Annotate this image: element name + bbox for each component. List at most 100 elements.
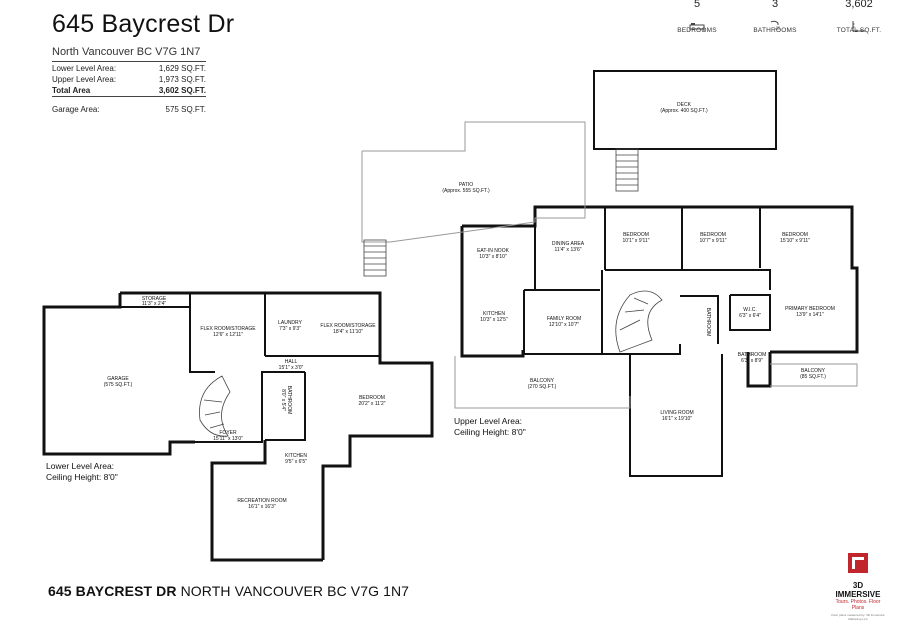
flex-room-size: 18'4" x 11'10" [333, 329, 363, 335]
stat-value: 5 [693, 0, 701, 10]
upper-bath-wall [746, 352, 772, 388]
lower-level-caption: Lower Level Area: Ceiling Height: 8'0" [46, 461, 118, 483]
bedroom-size: 15'10" x 9'11" [780, 238, 810, 244]
area-value: 575 SQ.FT. [165, 105, 206, 114]
laundry-size: 7'3" x 9'3" [279, 326, 301, 332]
upper-outer-wall [462, 205, 859, 354]
footer-address: 645 BAYCREST DR NORTH VANCOUVER BC V7G 1… [48, 583, 409, 599]
lower-east-wall [315, 291, 434, 560]
bathroom-label: BATHROOM [286, 386, 292, 415]
bedroom-label: BEDROOM [359, 395, 385, 401]
footer-address-rest: NORTH VANCOUVER BC V7G 1N7 [176, 583, 410, 599]
bathroom-size: 8'0" x 5'4" [280, 389, 286, 411]
living-room-wall [629, 354, 723, 477]
area-label: Total Area [52, 86, 91, 95]
bedroom-label: BEDROOM [700, 232, 726, 238]
area-icon [852, 21, 865, 32]
patio-size: (Approx. 555 SQ.FT.) [442, 188, 490, 194]
wall [524, 344, 681, 355]
wall [189, 293, 215, 373]
area-row-garage: Garage Area: 575 SQ.FT. [52, 105, 206, 114]
upper-west-wall [460, 226, 525, 358]
balcony-label: BALCONY [801, 368, 826, 374]
area-label: Upper Level Area: [52, 75, 117, 84]
storage-label: STORAGE [142, 296, 167, 302]
wic-size: 6'3" x 6'4" [739, 313, 761, 319]
level-title: Upper Level Area: [454, 416, 523, 426]
dining-area-label: DINING AREA [552, 241, 585, 247]
area-label: Garage Area: [52, 105, 100, 114]
bed-icon [689, 23, 705, 31]
wic-wall [729, 294, 771, 331]
stat-bathrooms: 3 BATHROOMS [740, 0, 810, 34]
laundry-label: LAUNDRY [278, 320, 302, 326]
living-room-size: 16'1" x 19'10" [662, 416, 692, 422]
footer-address-bold: 645 BAYCREST DR [48, 583, 177, 599]
primary-bedroom-size: 13'9" x 14'1" [796, 312, 824, 318]
flex-room-size: 12'6" x 12'11" [213, 332, 243, 338]
wall [680, 295, 719, 344]
stat-total-sqft: 3,602 TOTAL SQ.FT. [824, 0, 894, 34]
area-label: Lower Level Area: [52, 64, 117, 73]
hall-size: 15'1" x 3'0" [279, 365, 304, 371]
wall [605, 269, 771, 290]
patio-outline [361, 121, 586, 243]
recreation-room-size: 16'1" x 16'3" [248, 504, 276, 510]
bathroom-label: BATHROOM [738, 352, 767, 358]
garage-wall [42, 293, 195, 456]
level-ceiling: Ceiling Height: 8'0" [46, 472, 118, 482]
bedroom-size: 10'7" x 9'11" [699, 238, 726, 244]
level-ceiling: Ceiling Height: 8'0" [454, 427, 526, 437]
level-title: Lower Level Area: [46, 461, 115, 471]
stat-label: BEDROOMS [677, 27, 717, 34]
eat-in-nook-label: EAT-IN NOOK [477, 248, 510, 254]
rec-room-wall [210, 440, 323, 562]
bathroom-wall [265, 372, 306, 441]
area-value: 3,602 SQ.FT. [158, 86, 206, 95]
primary-bedroom-label: PRIMARY BEDROOM [785, 306, 835, 312]
balcony-label: BALCONY [530, 378, 555, 384]
patio-label: PATIO [459, 182, 473, 188]
recreation-room-label: RECREATION ROOM [237, 498, 286, 504]
foyer-size: 15'11" x 13'0" [213, 436, 243, 442]
dining-area-size: 11'4" x 13'6" [554, 247, 581, 253]
area-row-lower: Lower Level Area: 1,629 SQ.FT. [52, 64, 206, 73]
kitchen-size: 9'5" x 6'5" [285, 459, 307, 465]
bedroom-label: BEDROOM [623, 232, 649, 238]
stat-label: BATHROOMS [753, 27, 797, 34]
deck-stairs [615, 148, 639, 192]
area-row-total: Total Area 3,602 SQ.FT. [52, 86, 206, 95]
family-room-size: 12'10" x 10'7" [549, 322, 579, 328]
logo-tagline: Tours. Photos. Floor Plans [835, 599, 881, 611]
floor-plan: DECK (Approx. 400 SQ.FT.) PATIO (Approx.… [42, 70, 859, 562]
area-divider [52, 96, 206, 97]
logo-name: 3D IMMERSIVE [835, 581, 881, 599]
wic-label: W.I.C. [743, 307, 757, 313]
area-value: 1,973 SQ.FT. [158, 75, 206, 84]
hall-label: HALL [285, 359, 298, 365]
balcony-outline [454, 356, 631, 409]
balcony-size: (270 SQ.FT.) [528, 384, 557, 390]
brand-logo: 3D IMMERSIVE Tours. Photos. Floor Plans … [830, 552, 886, 621]
area-row-upper: Upper Level Area: 1,973 SQ.FT. [52, 75, 206, 84]
logo-credit: Floor plans measured by: 3D Immersive Ma… [831, 613, 885, 621]
bedroom-label: BEDROOM [782, 232, 808, 238]
bathroom-size: 6'3" x 8'9" [741, 358, 763, 364]
bathroom-label: BATHROOM [705, 308, 711, 337]
bedroom-size: 20'2" x 11'2" [358, 401, 385, 407]
logo-mark-icon [848, 553, 868, 573]
balcony-size: (85 SQ.FT.) [800, 374, 826, 380]
spiral-stair-lower [199, 375, 231, 437]
living-room-label: LIVING ROOM [660, 410, 693, 416]
eat-in-nook-size: 10'3" x 8'10" [479, 254, 507, 260]
deck-outline [593, 70, 777, 150]
property-title: 645 Baycrest Dr [52, 10, 235, 38]
garage-size: (575 SQ.FT.) [104, 382, 133, 388]
deck-label: DECK [677, 102, 692, 108]
stat-bedrooms: 5 BEDROOMS [662, 0, 732, 34]
foyer-label: FOYER [219, 430, 237, 436]
balcony-small-outline [770, 363, 858, 387]
area-value: 1,629 SQ.FT. [158, 64, 206, 73]
wall [195, 371, 305, 443]
family-room-label: FAMILY ROOM [547, 316, 581, 322]
